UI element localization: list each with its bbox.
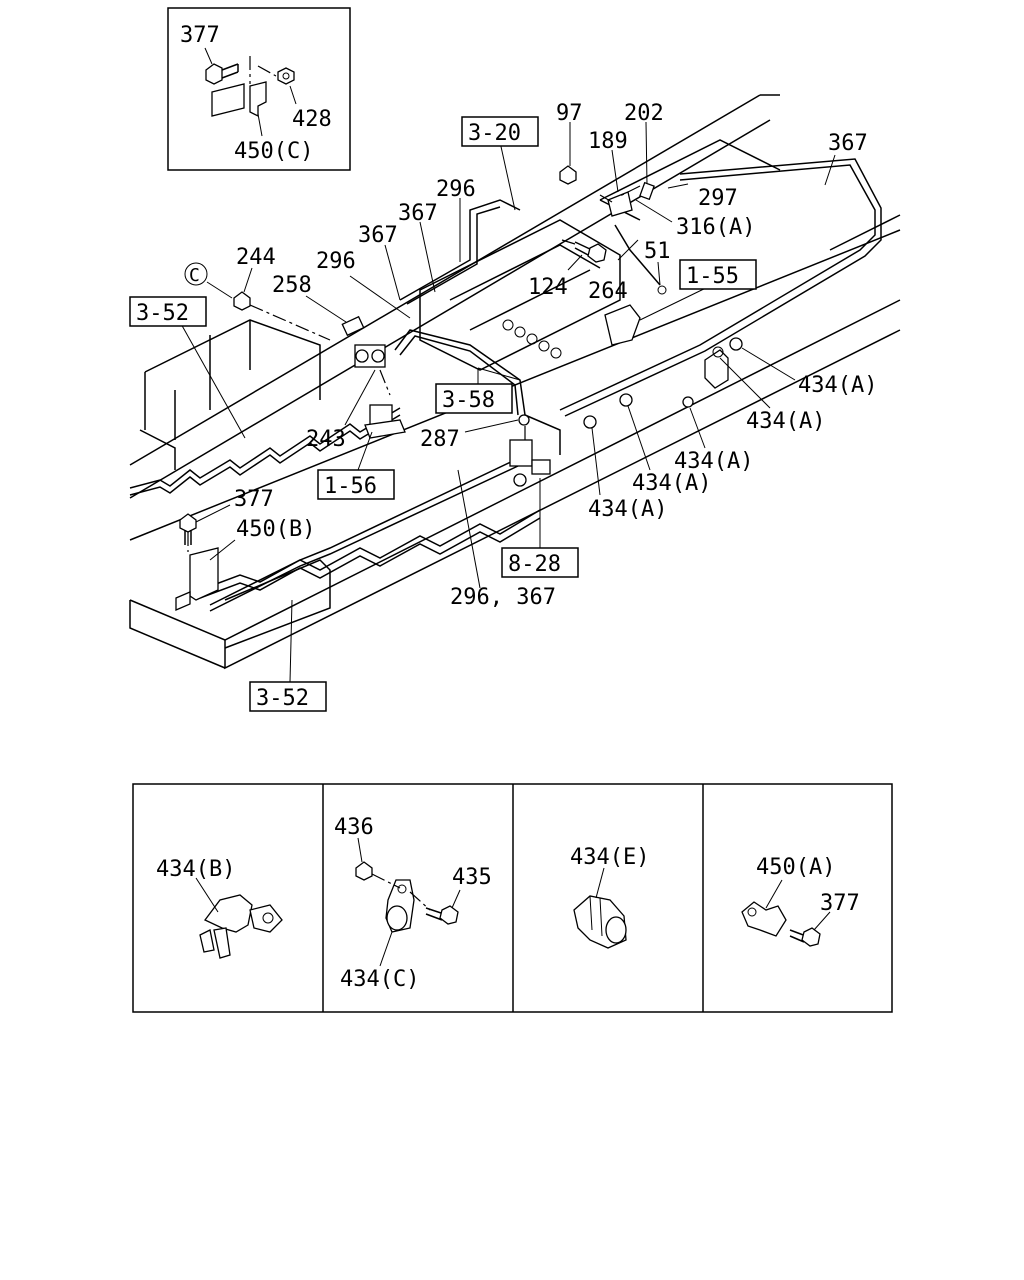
panel-450a: 450(A) 377 — [741, 855, 860, 947]
actuator-1-55-icon — [604, 285, 667, 346]
label-367-b: 367 — [358, 223, 398, 248]
valve-258-icon — [341, 315, 365, 337]
label-434a-1: 434(A) — [798, 373, 877, 398]
label-367-a: 367 — [398, 201, 438, 226]
label-202: 202 — [624, 101, 664, 126]
label-434a-5: 434(A) — [588, 497, 667, 522]
ref-3-52-b: 3-52 — [256, 686, 309, 711]
ref-8-28: 8-28 — [508, 552, 561, 577]
valve-243-icon — [354, 344, 386, 368]
inset-label-428: 428 — [292, 107, 332, 132]
bracket-189-icon — [607, 191, 633, 217]
bolt-377-b-icon — [179, 513, 197, 545]
chassis-frame — [129, 94, 901, 670]
detail-panels: 434(B) 436 435 434(C) — [132, 783, 893, 1013]
nut-244-icon — [233, 291, 251, 311]
clip-434e-icon — [573, 895, 627, 949]
panel-434b: 434(B) — [156, 857, 283, 959]
bolt-124-icon — [574, 241, 607, 263]
p1-label-434b: 434(B) — [156, 857, 235, 882]
cross-member-holes — [502, 319, 562, 359]
p3-label-434e: 434(E) — [570, 845, 649, 870]
label-51: 51 — [644, 239, 671, 264]
clip-434a-5-icon — [583, 415, 597, 429]
bolt-377-c-icon — [789, 927, 821, 947]
p2-label-436: 436 — [334, 815, 374, 840]
circle-c-label: C — [189, 265, 200, 286]
p4-label-377: 377 — [820, 891, 860, 916]
ref-1-55: 1-55 — [686, 264, 739, 289]
clip-434b-icon — [199, 894, 283, 959]
label-189: 189 — [588, 129, 628, 154]
nut-436-icon — [355, 861, 373, 881]
panel-434c: 436 435 434(C) — [334, 815, 492, 992]
bracket-450b-icon — [175, 547, 219, 611]
clip-434a-1-icon — [729, 337, 743, 351]
label-243: 243 — [306, 427, 346, 452]
label-124: 124 — [528, 275, 568, 300]
ref-3-52-a: 3-52 — [136, 301, 189, 326]
nut-97-icon — [559, 165, 577, 185]
ref-3-58: 3-58 — [442, 388, 495, 413]
label-264: 264 — [588, 279, 628, 304]
bolt-435-icon — [425, 905, 459, 925]
label-367-top: 367 — [828, 131, 868, 156]
main-labels: 3-20 97 202 189 367 297 316(A) 296 367 3… — [129, 101, 877, 712]
clamp-434c-icon — [385, 879, 415, 933]
label-244: 244 — [236, 245, 276, 270]
connector-202-icon — [639, 181, 655, 201]
p4-label-450a: 450(A) — [756, 855, 835, 880]
label-296-367: 296, 367 — [450, 585, 556, 610]
label-377-b: 377 — [234, 487, 274, 512]
label-97: 97 — [556, 101, 583, 126]
ref-1-56: 1-56 — [324, 474, 377, 499]
ref-3-20: 3-20 — [468, 121, 521, 146]
label-297: 297 — [698, 186, 738, 211]
label-434a-3: 434(A) — [674, 449, 753, 474]
clip-434a-4-icon — [619, 393, 633, 407]
bracket-clip-icon — [704, 346, 729, 389]
bracket-450c-icon — [211, 56, 277, 118]
switch-8-28-icon — [509, 439, 551, 487]
leader-dashes — [187, 185, 641, 552]
nut-428-icon — [277, 67, 295, 85]
leader-lines — [179, 121, 836, 683]
clip-434a-3-icon — [682, 396, 694, 408]
label-296-a: 296 — [436, 177, 476, 202]
inset-label-450c: 450(C) — [234, 139, 313, 164]
label-434a-2: 434(A) — [746, 409, 825, 434]
label-258: 258 — [272, 273, 312, 298]
label-296-b: 296 — [316, 249, 356, 274]
panel-434e: 434(E) — [570, 845, 649, 949]
label-316a: 316(A) — [676, 215, 755, 240]
p2-label-435: 435 — [452, 865, 492, 890]
p2-label-434c: 434(C) — [340, 967, 419, 992]
components — [175, 165, 743, 611]
bracket-450a-icon — [741, 901, 787, 937]
label-287: 287 — [420, 427, 460, 452]
label-434a-4: 434(A) — [632, 471, 711, 496]
joint-287-icon — [518, 414, 530, 426]
bolt-377-icon — [205, 63, 239, 85]
circle-c-marker — [184, 262, 208, 286]
brake-pipes — [209, 158, 882, 612]
inset-detail-450c: 377 428 450(C) — [167, 7, 351, 171]
sensor-1-56-icon — [364, 404, 406, 439]
label-450b: 450(B) — [236, 517, 315, 542]
inset-label-377: 377 — [180, 23, 220, 48]
